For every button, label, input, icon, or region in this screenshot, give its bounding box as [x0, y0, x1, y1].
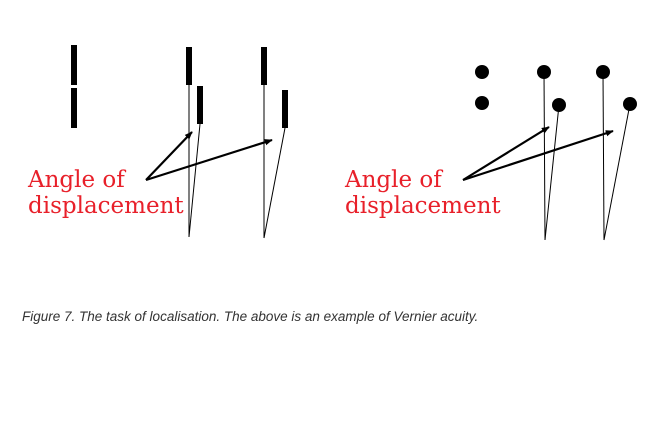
vernier-example-4	[596, 65, 637, 241]
arrow-to-angle-3	[462, 126, 550, 181]
angle-label-line2: displacement	[345, 193, 501, 219]
arrow-to-angle-1	[145, 131, 193, 181]
upper-bar	[261, 47, 267, 85]
offset-bar	[197, 86, 203, 124]
arrow-to-angle-4	[462, 129, 614, 182]
offset-line	[603, 103, 631, 241]
vernier-example-3	[537, 65, 566, 241]
vernier-example-2	[261, 47, 288, 239]
figure-caption: Figure 7. The task of localisation. The …	[22, 309, 479, 324]
angle-label-line1: Angle of	[344, 167, 443, 193]
panel-left: Angle of displacement	[27, 45, 288, 239]
offset-line	[188, 123, 201, 238]
panel-right: Angle of displacement	[344, 65, 637, 241]
offset-line	[544, 104, 560, 241]
offset-bar	[282, 90, 288, 128]
vernier-example-1	[186, 47, 203, 238]
vertical-line	[543, 71, 546, 241]
upper-bar	[186, 47, 192, 85]
angle-label-line2: displacement	[28, 193, 184, 219]
reference-bar-bottom	[71, 88, 77, 128]
offset-line	[263, 127, 286, 239]
reference-dot-top	[475, 65, 489, 79]
arrow-to-angle-2	[145, 138, 273, 182]
angle-label-line1: Angle of	[27, 167, 126, 193]
reference-bar-top	[71, 45, 77, 85]
reference-dot-bottom	[475, 96, 489, 110]
vertical-line	[602, 71, 605, 241]
vernier-diagram: Angle of displacement	[27, 45, 637, 241]
